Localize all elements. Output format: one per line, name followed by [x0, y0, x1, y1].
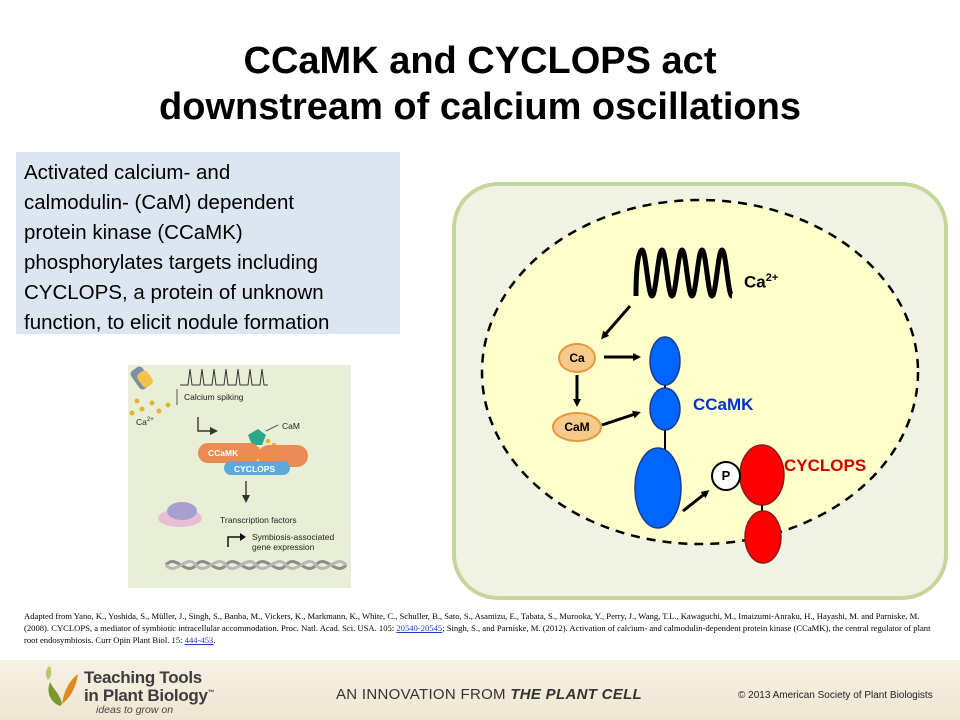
slide-title: CCaMK and CYCLOPS act downstream of calc… — [0, 38, 960, 130]
description-line: protein kinase (CCaMK) — [24, 221, 243, 244]
inset-symbiosis-label-2: gene expression — [252, 542, 315, 552]
description-line: Activated calcium- and — [24, 161, 231, 184]
inset-arrowhead-1 — [210, 427, 218, 435]
plant-cell — [452, 182, 948, 600]
references: Adapted from Yano, K., Yoshida, S., Müll… — [24, 610, 944, 646]
cam-shape — [248, 429, 266, 445]
transcription-factor-shape-2 — [167, 502, 197, 520]
calcium-ion-dots — [129, 398, 171, 416]
inset-ccamk-label: CCaMK — [208, 448, 239, 458]
title-line-1: CCaMK and CYCLOPS act — [243, 40, 717, 82]
dna-helix-icon — [164, 560, 348, 570]
gene-expression-arrow — [227, 536, 242, 547]
reference-text-2: ; Singh, S., and Parniske, M. (2012). Ac… — [24, 623, 931, 645]
inset-figure: Ca2+ Calcium spiking CaM CCaMK CYCLOPS T… — [128, 365, 351, 588]
inset-cyclops-shape — [224, 461, 290, 475]
calcium-channel-icon — [130, 366, 153, 390]
cam-node-label: CaM — [564, 420, 590, 434]
ca2plus-label: Ca2+ — [744, 272, 779, 292]
logo-line-1: Teaching Tools — [84, 668, 202, 687]
cam-pointer — [265, 424, 279, 432]
description-line: function, to elicit nodule formation — [24, 311, 330, 334]
title-line-2: downstream of calcium oscillations — [159, 86, 801, 128]
ca-node-label: Ca — [569, 351, 585, 365]
logo-tagline: ideas to grow on — [96, 704, 174, 716]
inset-cam-label: CaM — [282, 421, 300, 431]
plant-cell-brand: THE PLANT CELL — [510, 686, 643, 703]
inset-graphic — [129, 366, 348, 570]
inset-calcium-spiking-label: Calcium spiking — [184, 392, 244, 402]
reference-link-1[interactable]: 20540-20545 — [396, 623, 443, 633]
inset-arrow-1 — [197, 417, 210, 432]
description-line: calmodulin- (CaM) dependent — [24, 191, 295, 214]
copyright-text: © 2013 American Society of Plant Biologi… — [738, 690, 933, 701]
reference-text-3: . — [213, 635, 216, 645]
reference-link-2[interactable]: 444-453 — [184, 635, 214, 645]
reference-text-1: Adapted from Yano, K., Yoshida, S., Müll… — [24, 611, 920, 633]
innovation-text: AN INNOVATION FROM THE PLANT CELL — [336, 686, 643, 703]
description-line: phosphorylates targets including — [24, 251, 319, 274]
inset-arrowhead-2 — [242, 495, 250, 503]
inset-ccamk-shape — [198, 443, 260, 463]
description-line: CYCLOPS, a protein of unknown — [24, 281, 324, 304]
cyclops-label: CYCLOPS — [784, 456, 867, 475]
gene-arrowhead — [240, 533, 246, 541]
ccamk-label: CCaMK — [693, 395, 754, 414]
calcium-spiking-trace — [180, 368, 268, 386]
inset-transcription-factors-label: Transcription factors — [220, 515, 297, 525]
inset-symbiosis-label-1: Symbiosis-associated — [252, 532, 335, 542]
footer-bar — [0, 660, 960, 720]
inset-cyclops-label: CYCLOPS — [234, 464, 276, 474]
seedling-logo-icon — [45, 666, 78, 706]
phosphate-label: P — [721, 468, 731, 483]
logo-line-2: in Plant Biology™ — [84, 686, 215, 705]
inset-ca-label: Ca2+ — [136, 417, 154, 427]
description-box: Activated calcium- and calmodulin- (CaM)… — [16, 152, 400, 334]
